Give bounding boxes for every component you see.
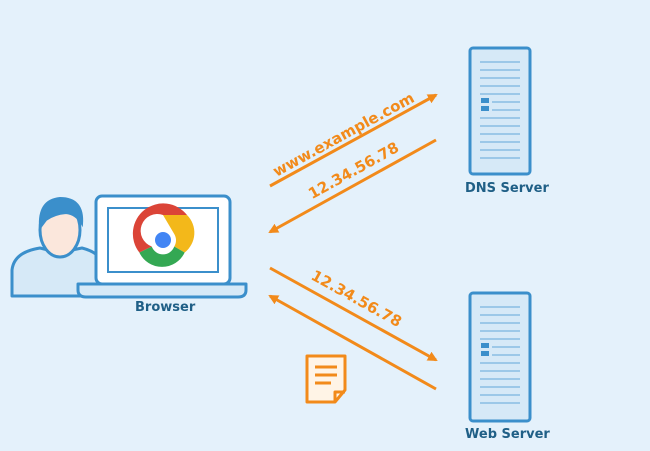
dns-server-icon	[468, 46, 532, 176]
document-icon	[305, 354, 347, 404]
arrow-web-to-browser	[268, 294, 437, 391]
arrow-browser-to-web	[269, 266, 438, 362]
arrow-dns-to-browser	[268, 138, 437, 234]
browser-label: Browser	[135, 300, 196, 315]
user-icon	[10, 196, 104, 298]
arrow-browser-to-dns	[269, 93, 438, 188]
web-server-label: Web Server	[465, 427, 550, 442]
web-server-icon	[468, 291, 532, 423]
chrome-logo-icon	[132, 203, 195, 267]
dns-server-label: DNS Server	[465, 181, 549, 196]
